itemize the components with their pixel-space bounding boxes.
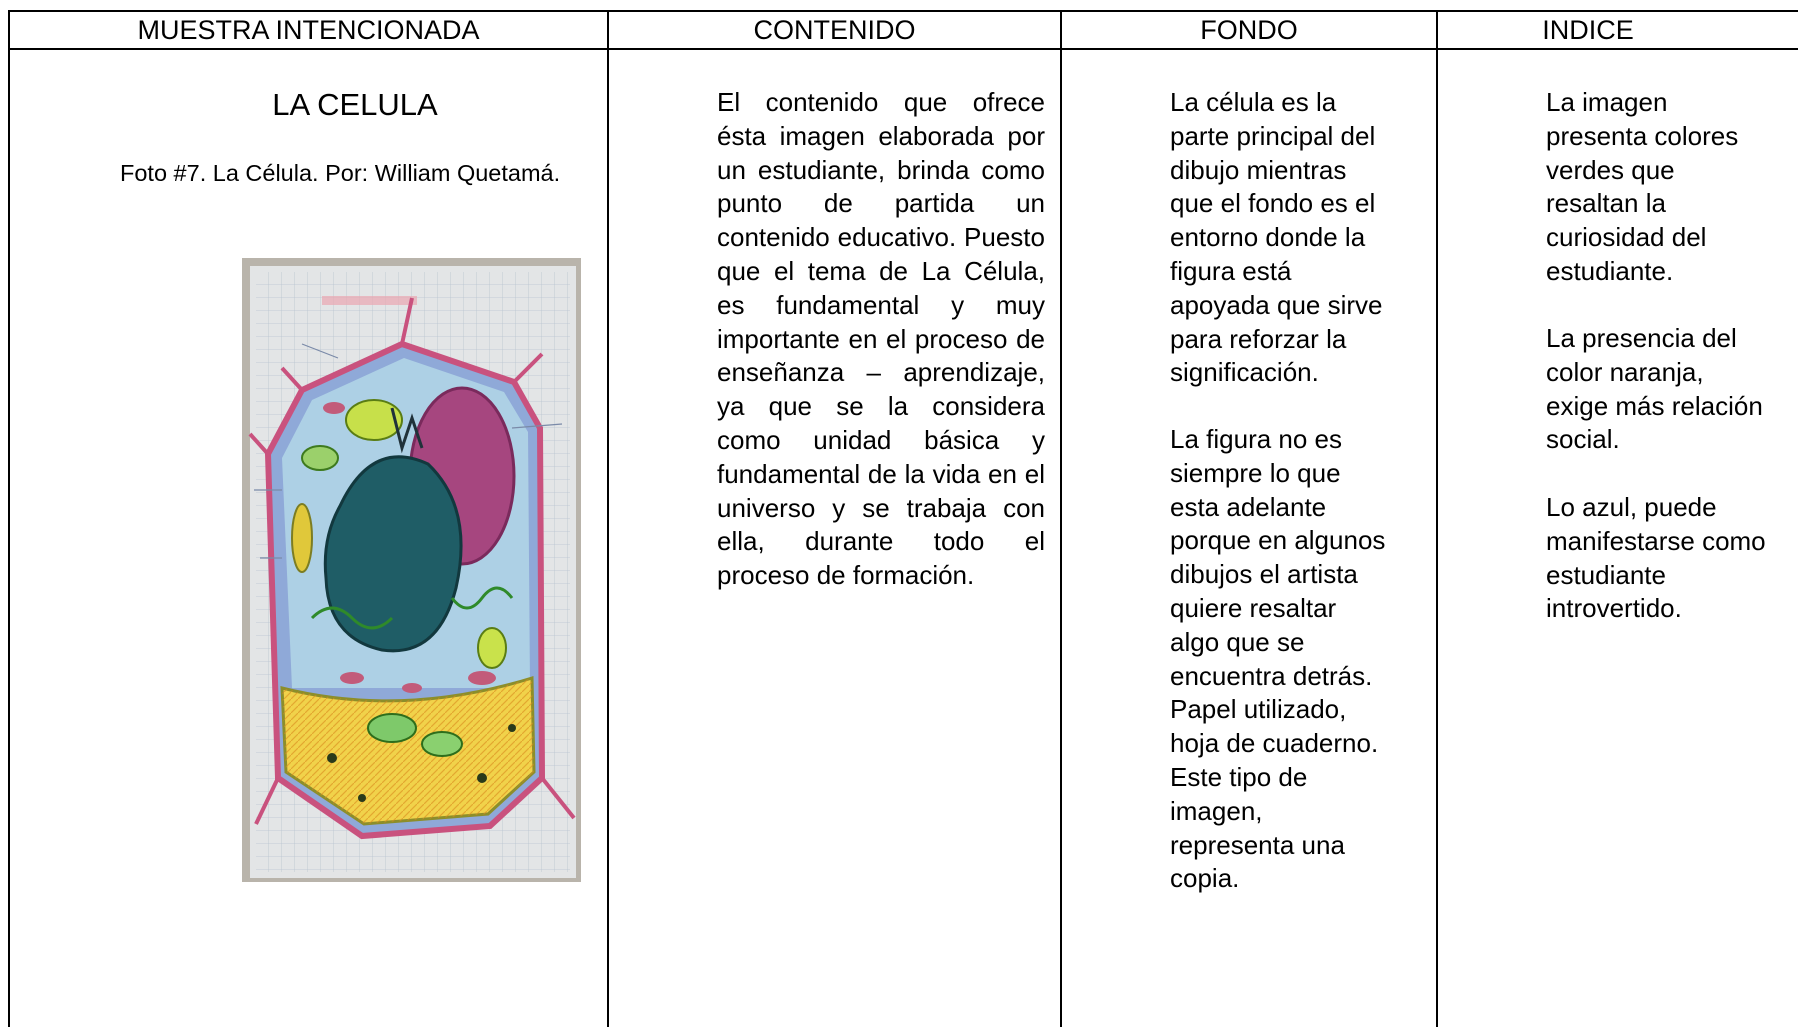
indice-line: social. (1546, 424, 1620, 455)
indice-line: La presencia del (1546, 323, 1737, 353)
column-divider-2 (1060, 10, 1062, 1027)
fondo-line: algo que se (1170, 626, 1305, 657)
fondo-paragraph-1: La célula es la parte principal del dibu… (1170, 86, 1432, 390)
indice-line: color naranja, (1546, 356, 1704, 387)
indice-paragraph-3: Lo azul, puede manifestarse como estudia… (1546, 491, 1798, 626)
fondo-paragraph-2: La figura no es siempre lo que esta adel… (1170, 423, 1432, 896)
fondo-line: esta adelante (1170, 491, 1327, 522)
header-divider (8, 48, 1798, 50)
column-divider-3 (1436, 10, 1438, 1027)
indice-line: verdes que (1546, 154, 1675, 185)
contenido-text: El contenido que ofrece ésta imagen elab… (717, 87, 1045, 591)
fondo-line: para reforzar la (1170, 323, 1347, 354)
fondo-line: hoja de cuaderno. (1170, 728, 1379, 759)
fondo-line: La célula es la (1170, 87, 1337, 117)
fondo-line: encuentra detrás. (1170, 660, 1373, 691)
header-contenido: CONTENIDO (753, 15, 916, 45)
fondo-line: entorno donde la (1170, 222, 1366, 253)
indice-line: La imagen (1546, 87, 1668, 117)
fondo-line: apoyada que sirve (1170, 289, 1383, 320)
fondo-line: Este tipo de (1170, 761, 1308, 792)
indice-paragraph-1: La imagen presenta colores verdes que re… (1546, 86, 1798, 289)
sample-title: LA CELULA (272, 87, 438, 122)
header-indice: INDICE (1542, 15, 1634, 45)
plant-cell-drawing-icon (242, 258, 581, 882)
indice-line: manifestarse como (1546, 525, 1766, 556)
fondo-line: porque en algunos (1170, 525, 1386, 556)
indice-line: Lo azul, puede (1546, 492, 1717, 522)
table-left-border (8, 10, 10, 1027)
indice-line: estudiante. (1546, 255, 1674, 286)
fondo-line: imagen, (1170, 795, 1263, 826)
fondo-line: La figura no es (1170, 424, 1343, 454)
indice-line: introvertido. (1546, 593, 1682, 624)
table-top-border (8, 10, 1798, 12)
header-muestra: MUESTRA INTENCIONADA (137, 15, 480, 45)
header-fondo: FONDO (1200, 15, 1298, 45)
fondo-line: parte principal del (1170, 120, 1376, 151)
fondo-line: dibujo mientras (1170, 154, 1347, 185)
photo-caption: Foto #7. La Célula. Por: William Quetamá… (120, 160, 561, 186)
indice-line: curiosidad del (1546, 222, 1707, 253)
fondo-line: Papel utilizado, (1170, 694, 1347, 725)
indice-line: presenta colores (1546, 120, 1739, 151)
fondo-line: copia. (1170, 863, 1240, 894)
fondo-line: quiere resaltar (1170, 592, 1337, 623)
fondo-line: que el fondo es el (1170, 188, 1376, 219)
fondo-line: dibujos el artista (1170, 559, 1358, 590)
indice-line: estudiante (1546, 559, 1666, 590)
indice-paragraph-2: La presencia del color naranja, exige má… (1546, 322, 1798, 457)
fondo-line: significación. (1170, 357, 1319, 388)
fondo-line: siempre lo que (1170, 457, 1341, 488)
column-divider-1 (607, 10, 609, 1027)
indice-line: resaltan la (1546, 188, 1666, 219)
indice-line: exige más relación (1546, 390, 1763, 421)
fondo-line: representa una (1170, 829, 1345, 860)
fondo-line: figura está (1170, 255, 1292, 286)
